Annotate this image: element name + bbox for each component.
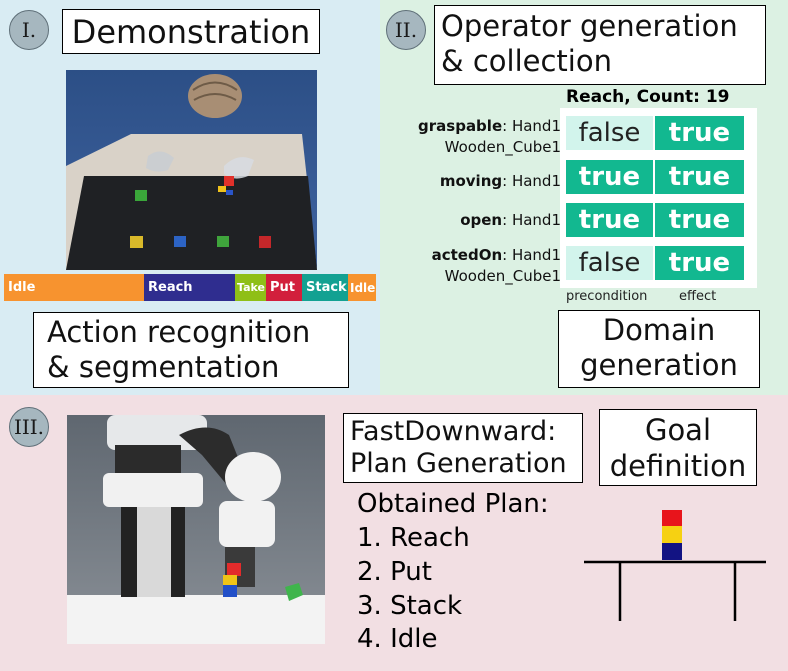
cube-red [259, 236, 271, 248]
goal-cube-yellow [662, 526, 682, 543]
goal-line-2: definition [609, 449, 747, 483]
segment-stack: Stack [302, 274, 348, 301]
left-hand [146, 151, 174, 172]
work-mat [66, 176, 317, 270]
goal-line-1: Goal [644, 413, 712, 447]
goal-cube-blue [662, 543, 682, 560]
plan-step-4: 4. Idle [357, 624, 438, 654]
moving-effect: true [655, 160, 744, 194]
segment-idle-2: Idle [348, 274, 376, 301]
table-top [67, 595, 325, 644]
robot-elbow [225, 452, 281, 502]
predicate-open: open: Hand1 [460, 211, 561, 229]
goal-definition-box: Goal definition [599, 409, 757, 486]
effect-column-label: effect [679, 289, 717, 304]
actedon-effect: true [655, 246, 744, 280]
cube-green-1 [135, 190, 147, 201]
action-recognition-box: Action recognition & segmentation [33, 312, 349, 388]
domain-line-1: Domain [602, 313, 716, 347]
open-effect: true [655, 203, 744, 237]
step-badge-2: II. [386, 10, 426, 50]
goal-cube-red [662, 510, 682, 526]
open-precondition: true [566, 203, 653, 237]
plan-step-2: 2. Put [357, 557, 432, 587]
planner-line-1: FastDownward: [350, 416, 557, 447]
precondition-column-label: precondition [566, 289, 648, 304]
cube-blue [174, 236, 186, 247]
operator-table-title: Reach, Count: 19 [566, 87, 730, 107]
segment-put: Put [266, 274, 302, 301]
cube-green [285, 583, 303, 601]
right-hand [224, 157, 254, 179]
segment-take: Take [235, 274, 266, 301]
moving-precondition: true [566, 160, 653, 194]
actedon-precondition: false [566, 246, 653, 280]
predicate-moving: moving: Hand1 [439, 172, 561, 190]
demonstration-panel: I. Demonstration Idle Reach Take Put Sta… [0, 0, 380, 395]
operator-generation-box: Operator generation & collection [434, 5, 766, 85]
robot-head [107, 415, 207, 450]
operator-panel: II. Operator generation & collection Rea… [380, 0, 788, 395]
stack-yellow [223, 575, 237, 585]
goal-stack-diagram [584, 510, 766, 621]
recognition-line-1: Action recognition [47, 315, 311, 349]
domain-line-2: generation [580, 348, 738, 382]
domain-generation-box: Domain generation [558, 310, 760, 388]
segment-idle-1: Idle [4, 274, 144, 301]
planner-line-2: Plan Generation [350, 448, 567, 479]
cube-green-2 [217, 236, 229, 247]
cube-red-held [224, 176, 234, 186]
graspable-effect: true [655, 116, 744, 150]
obtained-plan-title: Obtained Plan: [357, 489, 549, 519]
demonstration-title: Demonstration [62, 9, 320, 54]
predicate-actedon: actedOn: Hand1 Wooden_Cube1 [431, 246, 561, 285]
robot-simulation-image [67, 415, 325, 644]
step-badge-1: I. [9, 10, 49, 50]
robot-forearm [219, 501, 275, 547]
execution-panel: III. FastDownward: Plan Generation Goal … [0, 395, 788, 671]
plan-step-1: 1. Reach [357, 523, 470, 553]
head-shape [188, 74, 242, 118]
operator-title-line-1: Operator generation [441, 9, 738, 43]
robot-shoulder [103, 473, 203, 507]
cube-yellow [130, 236, 143, 248]
held-cube-red [227, 563, 241, 576]
operator-title-line-2: & collection [441, 44, 612, 78]
step-badge-3: III. [9, 407, 49, 447]
graspable-precondition: false [566, 116, 653, 150]
vr-scene-image [66, 70, 317, 270]
segment-reach: Reach [144, 274, 235, 301]
plan-generation-box: FastDownward: Plan Generation [343, 413, 583, 483]
predicate-graspable: graspable: Hand1 Wooden_Cube1 [418, 117, 561, 156]
stack-blue [223, 585, 237, 597]
plan-step-3: 3. Stack [357, 591, 463, 621]
recognition-line-2: & segmentation [47, 350, 280, 384]
